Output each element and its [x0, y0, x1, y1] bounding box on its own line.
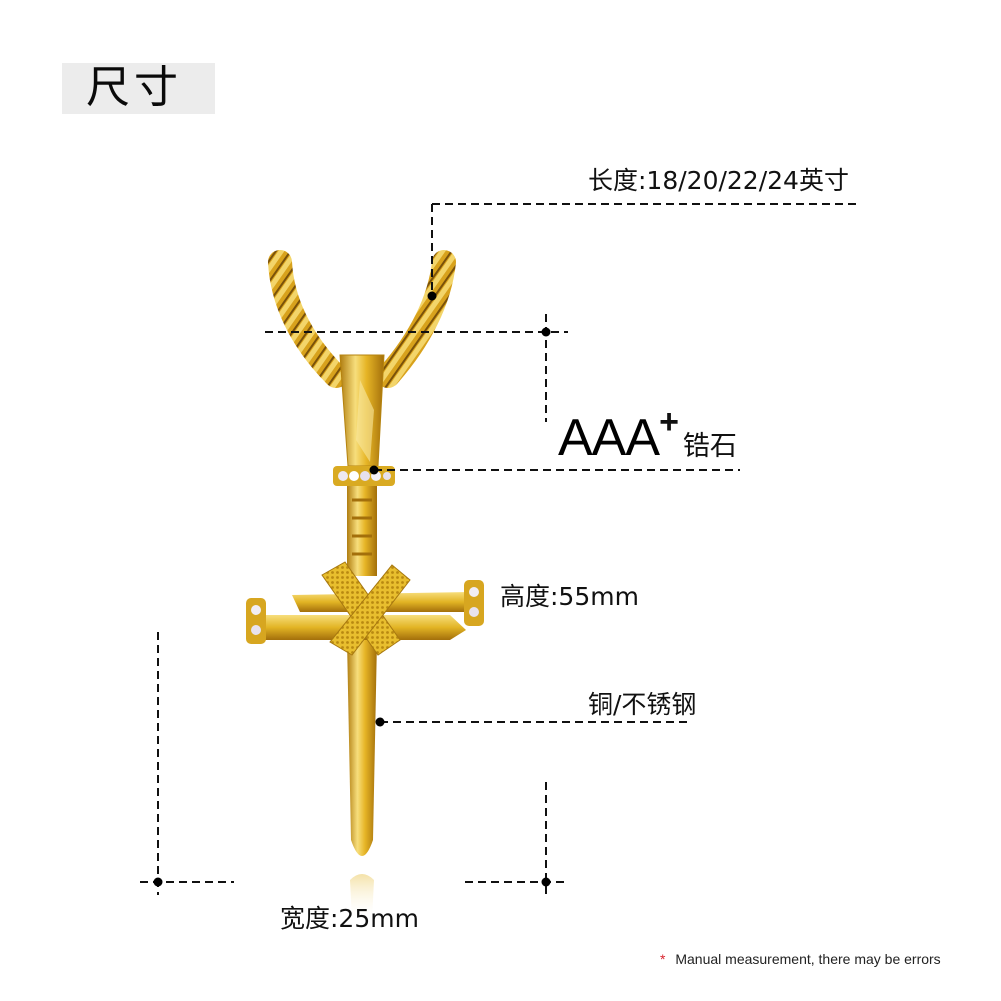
stone-grade: AAA: [558, 409, 660, 467]
wrapped-cross-binding: [321, 561, 411, 656]
stone-label: AAA+锆石: [558, 405, 737, 467]
stone-grade-plus: +: [659, 403, 679, 441]
rope-chain: [268, 250, 456, 388]
stone-type: 锆石: [682, 431, 737, 462]
vertical-nail: [347, 486, 377, 920]
page-title: 尺寸: [86, 62, 182, 113]
asterisk-icon: *: [660, 951, 666, 967]
length-label: 长度:18/20/22/24英寸: [588, 166, 849, 195]
height-label: 高度:55mm: [500, 582, 639, 611]
zircon-ring: [333, 466, 395, 486]
measurement-note-text: Manual measurement, there may be errors: [675, 951, 941, 967]
measurement-note: * Manual measurement, there may be error…: [660, 950, 941, 968]
dimension-lines: [140, 203, 860, 895]
width-label: 宽度:25mm: [280, 904, 419, 933]
material-label: 铜/不锈钢: [588, 690, 697, 719]
title-background: [62, 63, 215, 114]
dimension-points: [153, 291, 551, 887]
